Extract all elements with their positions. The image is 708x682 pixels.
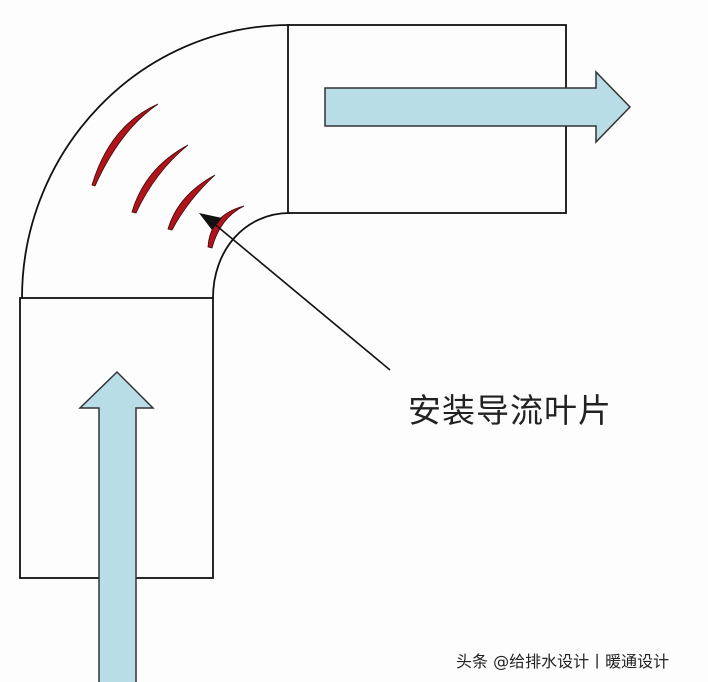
inlet-flow-arrow <box>78 370 155 682</box>
watermark: 头条 @给排水设计丨暖通设计 <box>456 652 670 671</box>
elbow-inner-wall <box>212 212 291 299</box>
guide-vane <box>91 103 159 187</box>
guide-vanes <box>91 103 245 249</box>
guide-vane <box>131 144 189 214</box>
guide-vane-label: 安装导流叶片 <box>408 391 612 430</box>
leader-arrowhead <box>199 213 222 230</box>
outlet-flow-arrow <box>324 70 632 144</box>
guide-vane <box>167 174 216 231</box>
leader-line <box>211 221 391 371</box>
elbow-outer-wall <box>21 24 291 299</box>
